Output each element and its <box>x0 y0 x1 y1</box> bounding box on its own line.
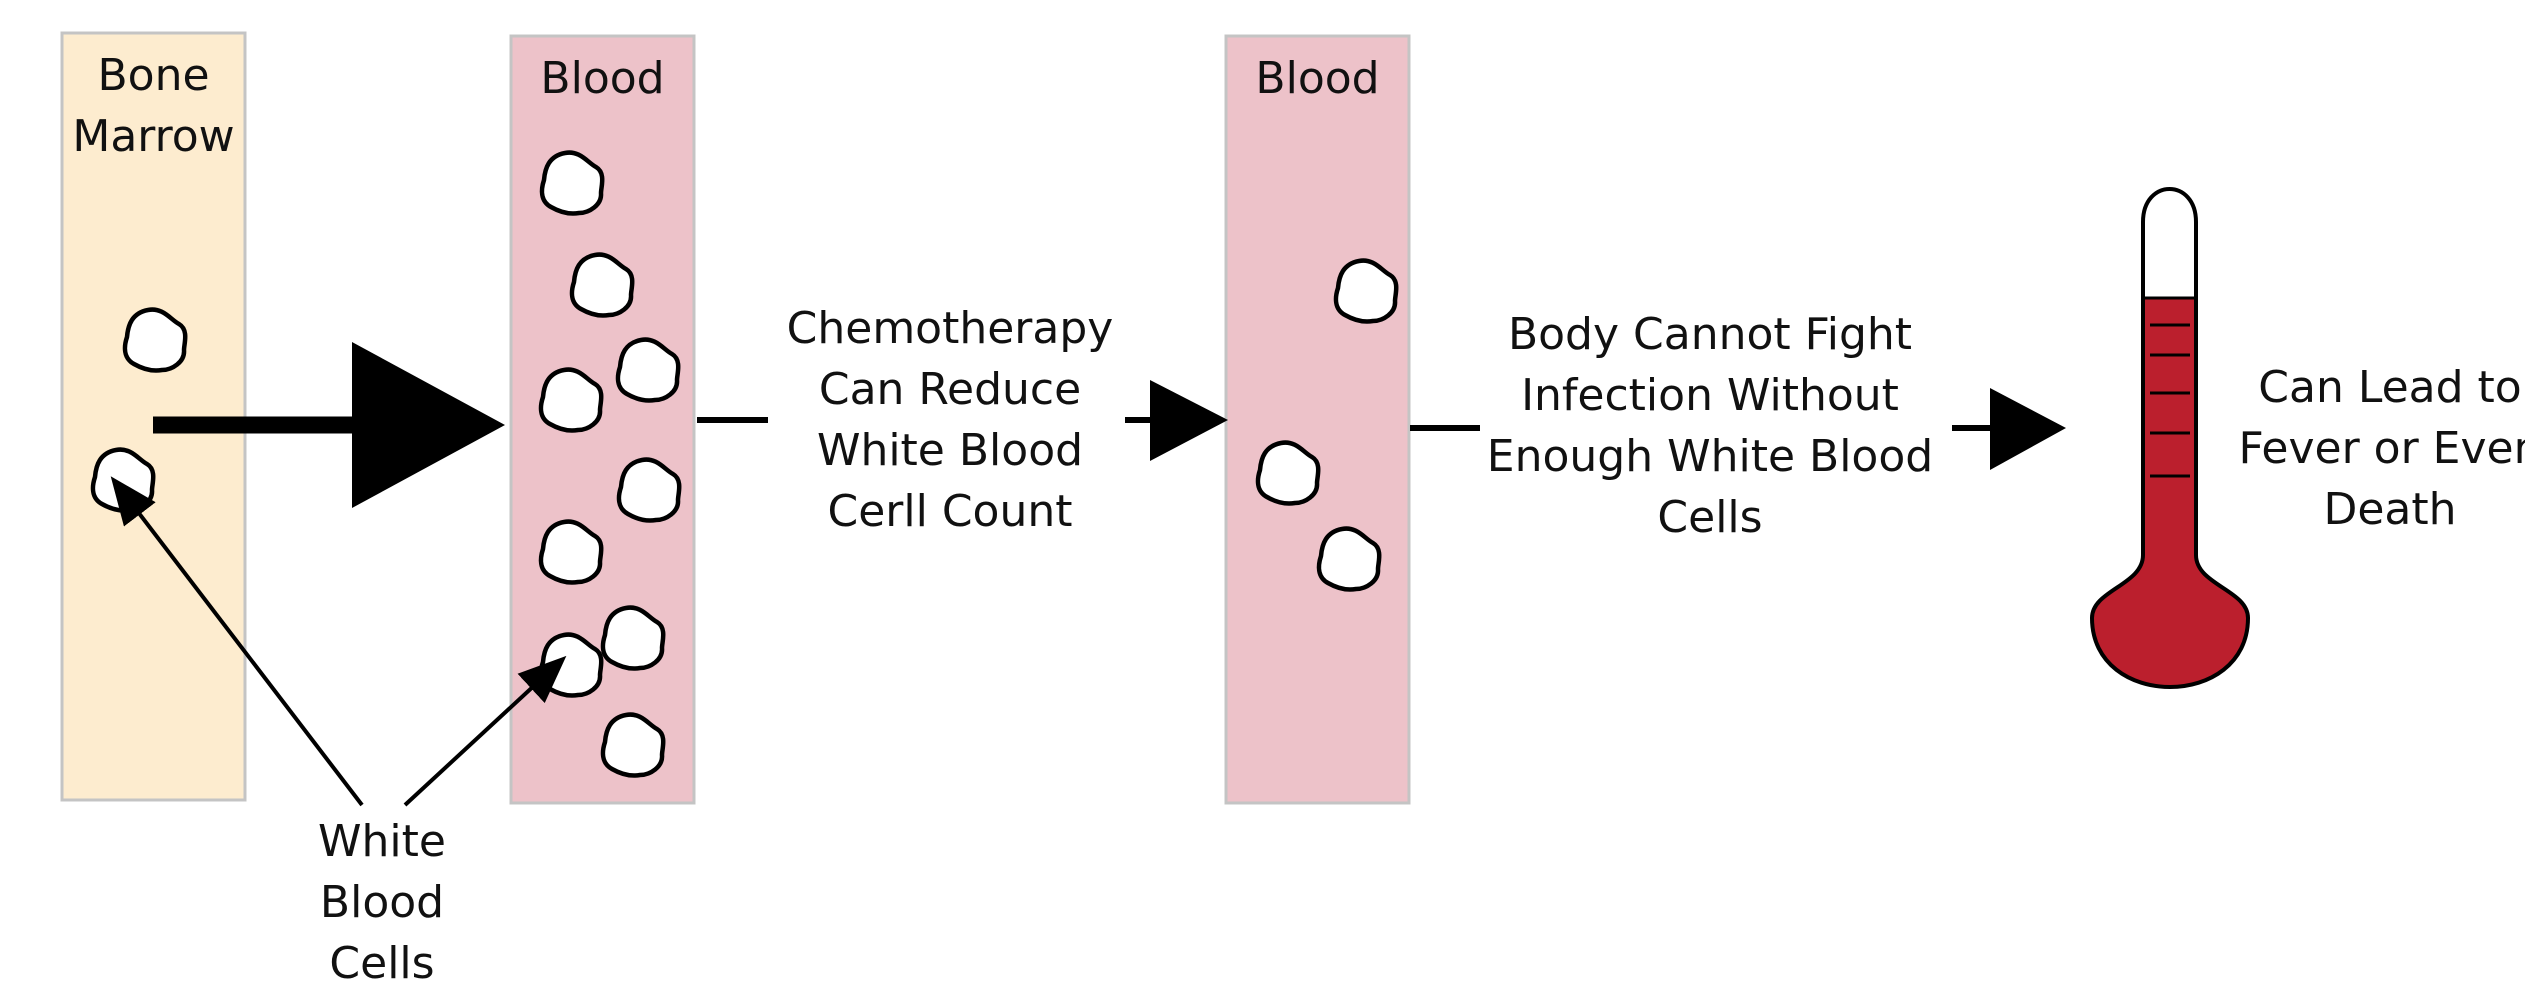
bone-marrow-label-line: Bone <box>62 45 245 106</box>
right-arrow-icon <box>1150 380 1228 461</box>
bone-marrow-label-line: Marrow <box>62 106 245 167</box>
outcome-line: Can Lead to <box>2230 357 2525 418</box>
infection-step-text: Body Cannot Fight Infection Without Enou… <box>1470 304 1950 548</box>
chemo-step-line: White Blood <box>760 420 1140 481</box>
thermometer-icon <box>2092 189 2248 687</box>
outcome-line: Death <box>2230 479 2525 540</box>
chemo-step-line: Chemotherapy <box>760 298 1140 359</box>
right-arrow-icon <box>1990 388 2066 470</box>
blood-after-label: Blood <box>1226 48 1409 109</box>
blood-before-label-line: Blood <box>511 48 694 109</box>
chemo-step-text: Chemotherapy Can Reduce White Blood Cerl… <box>760 298 1140 542</box>
infection-step-line: Infection Without <box>1470 365 1950 426</box>
infection-step-line: Cells <box>1470 487 1950 548</box>
outcome-text: Can Lead to Fever or Even Death <box>2230 357 2525 540</box>
chemo-arrow <box>1125 380 1228 461</box>
blood-before-label: Blood <box>511 48 694 109</box>
outcome-line: Fever or Even <box>2230 418 2525 479</box>
infection-arrow <box>1952 388 2066 470</box>
white-blood-cells-callout: White Blood Cells <box>262 811 502 994</box>
callout-line: White <box>262 811 502 872</box>
chemo-step-line: Cerll Count <box>760 481 1140 542</box>
right-arrow-icon <box>352 342 505 508</box>
infection-step-line: Body Cannot Fight <box>1470 304 1950 365</box>
blood-column-before <box>511 36 694 803</box>
callout-line: Blood <box>262 872 502 933</box>
infection-step-line: Enough White Blood <box>1470 426 1950 487</box>
blood-column-after <box>1226 36 1409 803</box>
blood-after-label-line: Blood <box>1226 48 1409 109</box>
chemo-step-line: Can Reduce <box>760 359 1140 420</box>
bone-marrow-label: Bone Marrow <box>62 45 245 167</box>
callout-line: Cells <box>262 933 502 994</box>
